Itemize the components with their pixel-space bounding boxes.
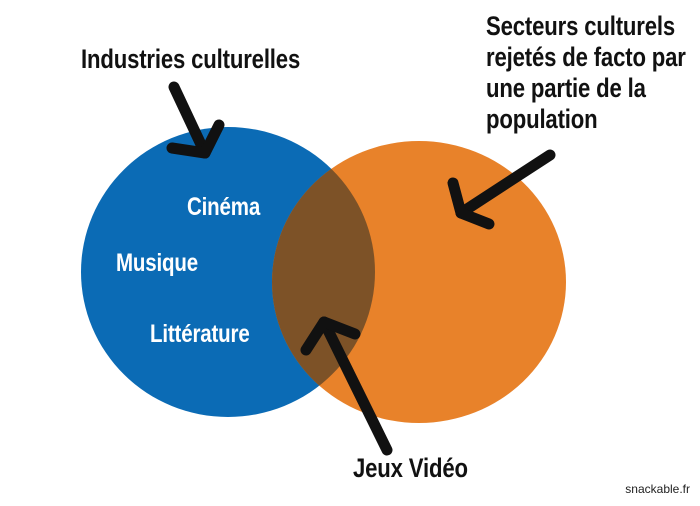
intersection-label: Jeux Vidéo xyxy=(353,453,468,483)
right-set-title: Secteurs culturels rejetés de facto par … xyxy=(486,11,686,135)
arrow-to-intersection xyxy=(300,316,393,456)
left-set-title: Industries culturelles xyxy=(81,44,301,74)
left-set-item-musique: Musique xyxy=(116,249,198,277)
right-set-title-line: une partie de la xyxy=(486,73,646,103)
left-set-item-cinema: Cinéma xyxy=(187,193,261,221)
left-set-item-litterature: Littérature xyxy=(150,320,250,348)
right-set-title-line: population xyxy=(486,104,598,134)
arrow-to-right-set xyxy=(447,149,556,230)
intersection-region xyxy=(272,141,375,417)
credit-text: snackable.fr xyxy=(625,482,690,496)
arrow-to-left-set xyxy=(166,81,225,159)
right-set-title-line: rejetés de facto par xyxy=(486,42,686,72)
right-set-title-line: Secteurs culturels xyxy=(486,11,676,41)
